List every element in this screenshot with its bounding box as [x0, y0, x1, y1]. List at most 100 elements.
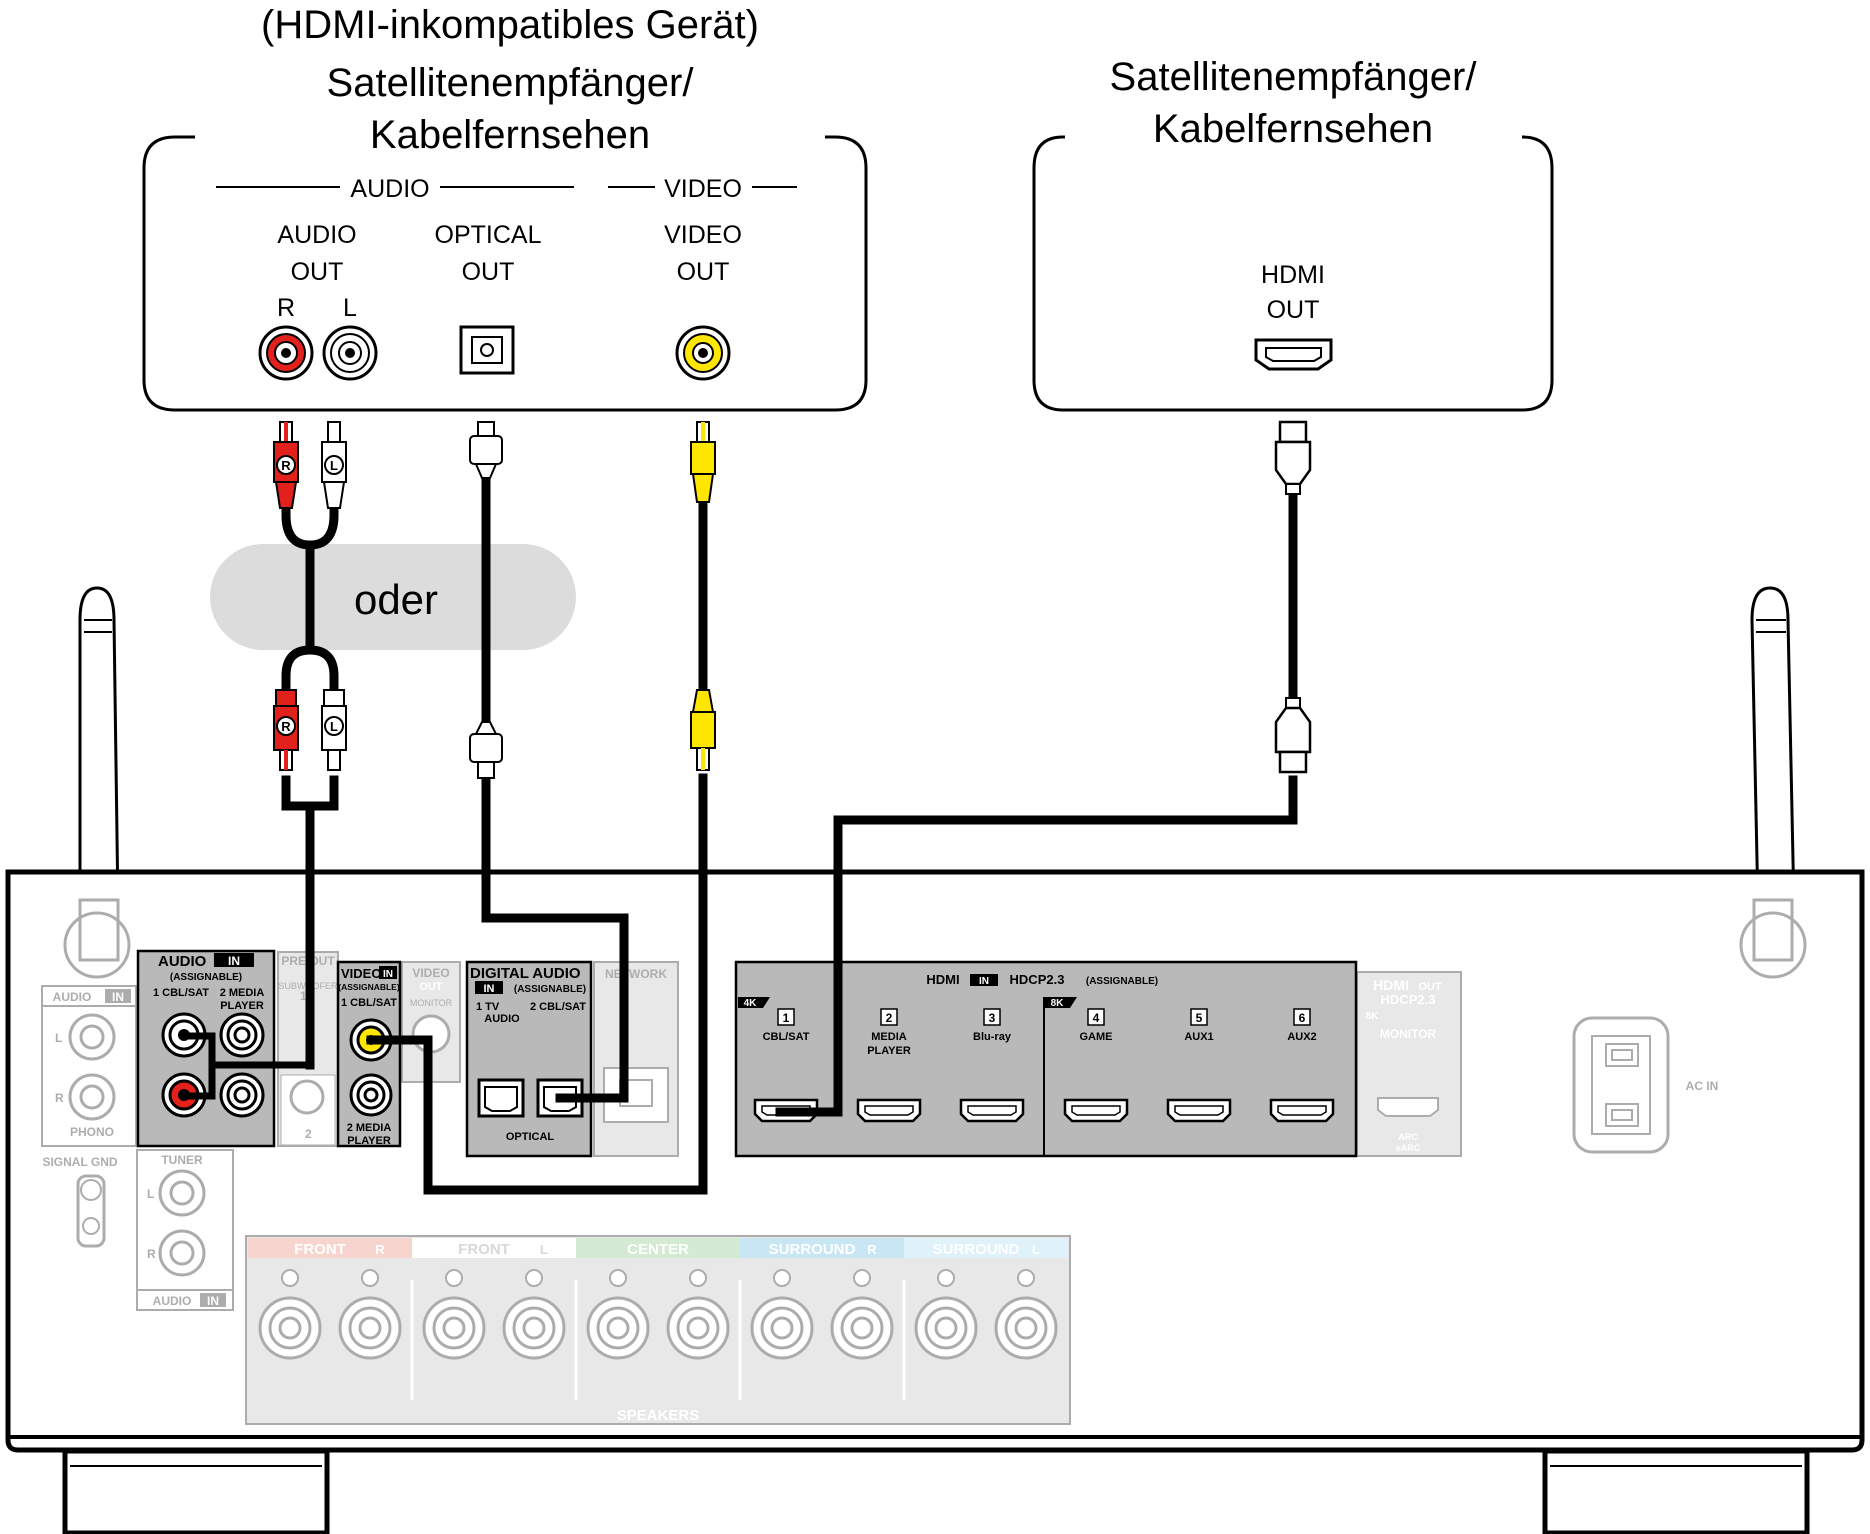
speaker-channel-side: L	[1032, 1242, 1040, 1257]
foot-right	[1542, 1448, 1810, 1534]
audio-in-assignable: (ASSIGNABLE)	[170, 972, 242, 983]
phono-block: AUDIO IN L R PHONO SIGNAL GND	[41, 985, 137, 1248]
antenna-right	[1750, 586, 1796, 910]
hdmi-input-number: 4	[1093, 1011, 1100, 1025]
plug-l-label-bottom: L	[330, 719, 338, 734]
speaker-terminal	[502, 1296, 566, 1360]
hdmi-input-label-line2: PLAYER	[867, 1045, 911, 1057]
hdmi-out-earc: eARC	[1396, 1143, 1421, 1153]
audio-out-label-line1: AUDIO	[277, 221, 356, 249]
speaker-channel-name: SURROUND	[769, 1241, 856, 1258]
speaker-terminal	[914, 1296, 978, 1360]
hdmi-out-8k: 8K	[1366, 1011, 1380, 1022]
hdmi-out-monitor-label: MONITOR	[1380, 1027, 1437, 1041]
speaker-channel-side: R	[867, 1242, 877, 1257]
hdmi-out-badge: OUT	[1418, 981, 1442, 993]
hdmi-input-number-box	[880, 1008, 898, 1026]
tuner-badge: IN	[207, 1294, 219, 1308]
digital-audio-footer: OPTICAL	[506, 1131, 555, 1143]
audio-in-col2-line1: 2 MEDIA	[220, 987, 265, 999]
video-in-block: VIDEO IN (ASSIGNABLE) 1 CBL/SAT 2 MEDIA …	[336, 960, 402, 1148]
digital-audio-badge: IN	[484, 983, 495, 995]
right-device-outline	[1032, 135, 1554, 412]
ac-in-label: AC IN	[1686, 1079, 1719, 1093]
hdmi-input-number: 1	[783, 1011, 790, 1025]
hdmi-input-number: 3	[989, 1011, 996, 1025]
hdmi-in-badge: IN	[979, 976, 989, 987]
hdmi-input-label: Blu-ray	[973, 1031, 1012, 1043]
speaker-terminal	[422, 1296, 486, 1360]
video-plug-top	[690, 421, 716, 503]
speaker-channel-side: R	[375, 1242, 385, 1257]
minus-icon	[361, 1269, 379, 1287]
network-title: NETWORK	[605, 967, 667, 981]
plus-icon	[609, 1269, 627, 1287]
audio-out-l-label: L	[343, 294, 357, 322]
audio-plug-r-top: R	[273, 421, 299, 509]
speaker-channel-name: SURROUND	[933, 1241, 1020, 1258]
audio-out-l-jack	[322, 325, 378, 381]
pre-out-2: 2	[305, 1127, 312, 1141]
hdmi-out-label-line2: OUT	[1267, 296, 1320, 324]
audio-in-block: AUDIO IN (ASSIGNABLE) 1 CBL/SAT 2 MEDIA …	[136, 949, 276, 1148]
audio-in-2-l-jack	[219, 1012, 265, 1058]
hdmi-input-number-box	[983, 1008, 1001, 1026]
digital-audio-block: DIGITAL AUDIO IN (ASSIGNABLE) 1 TV AUDIO…	[465, 960, 593, 1158]
video-in-col2-line2: PLAYER	[347, 1135, 391, 1147]
audio-out-label-line2: OUT	[291, 258, 344, 286]
minus-icon	[525, 1269, 543, 1287]
video-out-sub: MONITOR	[410, 998, 453, 1008]
hdmi-input-number-box	[1293, 1008, 1311, 1026]
phono-r-label: R	[55, 1091, 64, 1105]
hdmi-input-number-box	[777, 1008, 795, 1026]
hdmi-out-block: HDMI OUT HDCP2.3 8K MONITOR ARC eARC	[1356, 971, 1462, 1157]
speaker-terminal	[258, 1296, 322, 1360]
hdmi-out-label-line1: HDMI	[1261, 261, 1325, 289]
speaker-terminal	[586, 1296, 650, 1360]
audio-in-badge: IN	[228, 954, 240, 968]
audio-route-r	[180, 1061, 216, 1100]
hdmi-input-label: CBL/SAT	[763, 1031, 810, 1043]
audio-group-label: AUDIO	[350, 175, 429, 203]
video-in-badge: IN	[383, 969, 393, 980]
speaker-channel-5: SURROUND L	[902, 1238, 1068, 1400]
video-in-assignable: (ASSIGNABLE)	[338, 982, 400, 992]
signal-gnd-label: SIGNAL GND	[42, 1155, 117, 1169]
audio-plug-l-top: L	[321, 421, 347, 509]
audio-route-l	[180, 1032, 314, 1069]
audio-in-col2-line2: PLAYER	[220, 1000, 264, 1012]
plug-r-label-bottom: R	[281, 719, 291, 734]
plus-icon	[773, 1269, 791, 1287]
left-source-device: (HDMI-inkompatibles Gerät) Satellitenemp…	[142, 3, 868, 412]
video-in-title: VIDEO	[341, 966, 381, 981]
hdmi-input-number-box	[1190, 1008, 1208, 1026]
hdmi-input-label: MEDIA	[871, 1031, 907, 1043]
video-in-2-jack	[349, 1073, 393, 1117]
tuner-footer: AUDIO	[153, 1294, 192, 1308]
speaker-channel-header	[740, 1238, 904, 1258]
video-out-label-line2: OUT	[677, 258, 730, 286]
speaker-channel-name: FRONT	[458, 1241, 510, 1258]
phono-badge: IN	[112, 990, 124, 1004]
left-device-title-line2: Satellitenempfänger/	[327, 61, 695, 105]
hdmi-in-title: HDMI	[926, 972, 959, 987]
hdmi-4k-badge: 4K	[744, 998, 758, 1009]
minus-icon	[689, 1269, 707, 1287]
speaker-channel-header	[576, 1238, 740, 1258]
antenna-bases	[63, 898, 1807, 979]
hdmi-out-arc: ARC	[1398, 1132, 1418, 1142]
speaker-terminal	[830, 1296, 894, 1360]
speaker-terminal	[994, 1296, 1058, 1360]
hdmi-out-hdcp: HDCP2.3	[1381, 992, 1436, 1007]
speaker-channel-3: CENTER	[574, 1238, 740, 1400]
optical-out-label-line2: OUT	[462, 258, 515, 286]
